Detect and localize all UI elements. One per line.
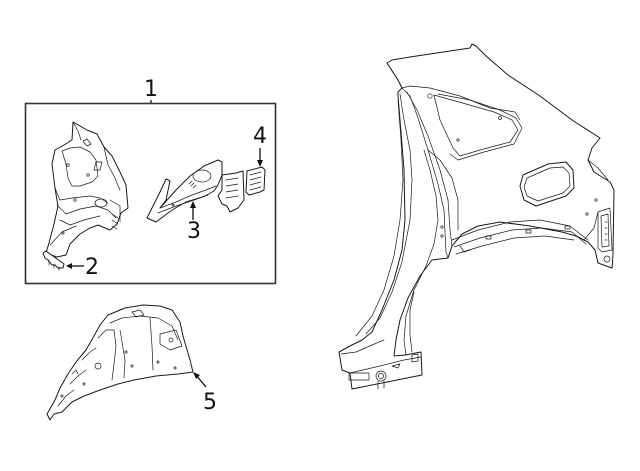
callout-2[interactable]: 2 — [66, 255, 99, 280]
inner-quarter-panel-part[interactable] — [45, 121, 129, 258]
bracket-part[interactable] — [42, 250, 65, 271]
louver-piece[interactable] — [217, 170, 245, 213]
callout-3-arrowhead — [190, 201, 196, 208]
callout-1-label: 1 — [144, 77, 158, 102]
callout-3-label: 3 — [187, 219, 201, 244]
callout-5[interactable]: 5 — [193, 372, 217, 415]
callout-4[interactable]: 4 — [253, 124, 267, 167]
callout-4-label: 4 — [253, 124, 267, 149]
wheelhouse-inner-part[interactable] — [46, 304, 194, 421]
vent-grille-part[interactable] — [245, 166, 266, 196]
assembly-group-box — [24, 102, 277, 285]
callout-2-arrowhead — [66, 263, 72, 269]
callout-2-label: 2 — [85, 255, 99, 280]
callout-3[interactable]: 3 — [187, 201, 201, 244]
wheelhouse-outer-part[interactable] — [146, 159, 223, 223]
quarter-panel-outer[interactable] — [338, 43, 615, 390]
callout-4-arrowhead — [257, 160, 263, 167]
callout-5-label: 5 — [203, 390, 217, 415]
callout-1[interactable]: 1 — [144, 77, 158, 103]
callout-5-arrowhead — [193, 372, 200, 379]
